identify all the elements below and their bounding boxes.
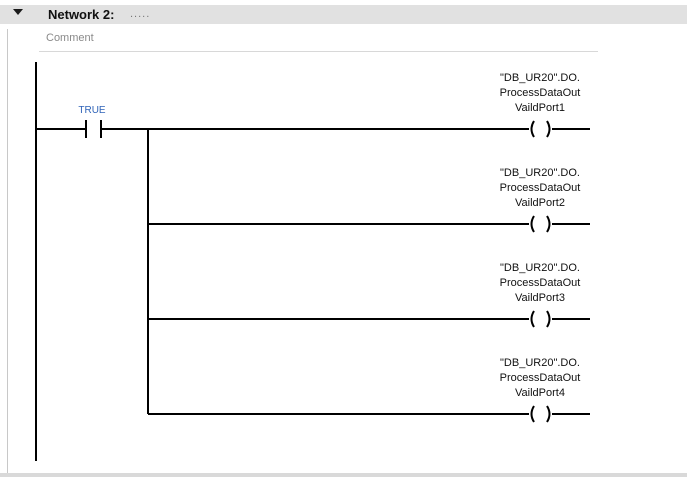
network-comment-text: Comment xyxy=(46,32,94,44)
coil-operand-line1[interactable]: "DB_UR20".DO. xyxy=(500,262,580,274)
coil-left-paren xyxy=(530,215,535,233)
coil-branch-4: "DB_UR20".DO. ProcessDataOut VaildPort4 xyxy=(148,357,590,423)
output-coil[interactable] xyxy=(530,310,551,328)
network-header[interactable]: Network 2: ..... xyxy=(0,0,687,29)
coil-operand-line3[interactable]: VaildPort1 xyxy=(515,102,565,114)
coil-operand-line2[interactable]: ProcessDataOut xyxy=(500,182,581,194)
coil-operand-line1[interactable]: "DB_UR20".DO. xyxy=(500,72,580,84)
network-comment-field[interactable]: Comment xyxy=(39,29,598,52)
collapse-triangle-icon[interactable] xyxy=(13,9,23,15)
coil-operand-line1[interactable]: "DB_UR20".DO. xyxy=(500,167,580,179)
coil-branch-2: "DB_UR20".DO. ProcessDataOut VaildPort2 xyxy=(148,167,590,233)
coil-right-paren xyxy=(546,215,551,233)
coil-right-paren xyxy=(546,405,551,423)
coil-operand-line2[interactable]: ProcessDataOut xyxy=(500,372,581,384)
coil-operand-line3[interactable]: VaildPort2 xyxy=(515,197,565,209)
coil-left-paren xyxy=(530,405,535,423)
normally-open-contact[interactable]: TRUE xyxy=(78,105,106,138)
coil-operand-line3[interactable]: VaildPort4 xyxy=(515,387,565,399)
left-border-rule xyxy=(7,24,8,474)
coil-operand-line3[interactable]: VaildPort3 xyxy=(515,292,565,304)
coil-left-paren xyxy=(530,310,535,328)
coil-operand-line2[interactable]: ProcessDataOut xyxy=(500,87,581,99)
network-title-placeholder[interactable]: ..... xyxy=(130,8,151,20)
coil-operand-line1[interactable]: "DB_UR20".DO. xyxy=(500,357,580,369)
network-title: Network 2: xyxy=(48,7,115,22)
coil-branch-1: "DB_UR20".DO. ProcessDataOut VaildPort1 xyxy=(148,72,590,138)
coil-right-paren xyxy=(546,120,551,138)
coil-left-paren xyxy=(530,120,535,138)
output-coil[interactable] xyxy=(530,215,551,233)
network-header-band xyxy=(0,5,687,24)
contact-operand[interactable]: TRUE xyxy=(78,105,106,116)
output-coil[interactable] xyxy=(530,405,551,423)
coil-branch-3: "DB_UR20".DO. ProcessDataOut VaildPort3 xyxy=(148,262,590,328)
output-coil[interactable] xyxy=(530,120,551,138)
bottom-divider xyxy=(0,473,687,477)
coil-operand-line2[interactable]: ProcessDataOut xyxy=(500,277,581,289)
coil-right-paren xyxy=(546,310,551,328)
